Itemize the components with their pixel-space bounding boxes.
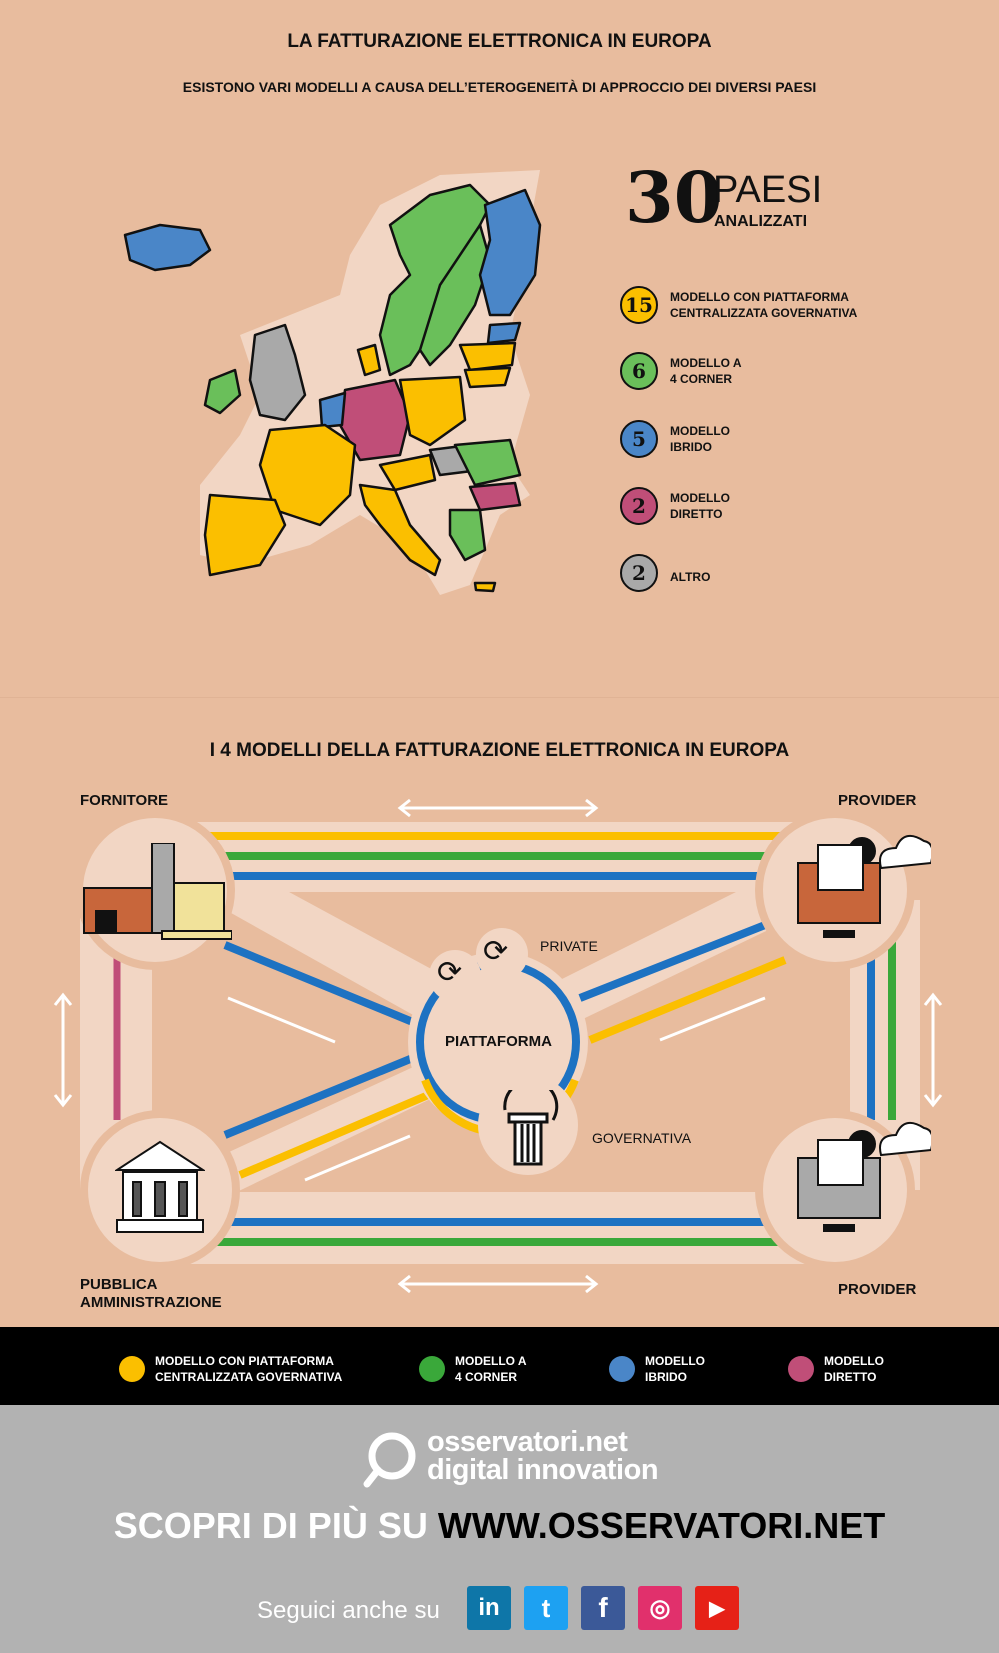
legend-label-line1: MODELLO bbox=[670, 491, 730, 505]
bar-legend-line1: MODELLO bbox=[824, 1354, 884, 1368]
bar-legend-line1: MODELLO bbox=[645, 1354, 705, 1368]
provider-top-icon bbox=[796, 823, 934, 943]
cta-prefix: SCOPRI DI PIÙ SU bbox=[113, 1505, 428, 1546]
bar-legend-line2: CENTRALIZZATA GOVERNATIVA bbox=[155, 1370, 343, 1384]
brand-line1: osservatori.net bbox=[427, 1426, 628, 1458]
facebook-icon[interactable]: f bbox=[581, 1586, 625, 1630]
brand-name: osservatori.net digital innovation bbox=[427, 1426, 659, 1486]
legend-count: 15 bbox=[620, 286, 658, 324]
bar-legend-line2: DIRETTO bbox=[824, 1370, 877, 1384]
countries-word: PAESI bbox=[713, 169, 823, 211]
piattaforma-label: PIATTAFORMA bbox=[445, 1033, 552, 1050]
youtube-icon[interactable]: ▶ bbox=[695, 1586, 739, 1630]
instagram-icon[interactable]: ◎ bbox=[638, 1586, 682, 1630]
section-divider bbox=[0, 697, 999, 698]
page-subtitle: ESISTONO VARI MODELLI A CAUSA DELL’ETERO… bbox=[182, 79, 817, 95]
uk-shape bbox=[248, 323, 307, 422]
legend-item-diretto: 2 MODELLO DIRETTO bbox=[620, 487, 860, 525]
legend-label-line2: DIRETTO bbox=[670, 507, 723, 521]
legend-dot bbox=[609, 1356, 635, 1382]
bar-legend-line2: 4 CORNER bbox=[455, 1370, 518, 1384]
refresh-icon: ⟳ bbox=[437, 956, 463, 989]
legend-label-line1: ALTRO bbox=[670, 570, 711, 584]
provider-top-label: PROVIDER bbox=[838, 792, 917, 809]
cta: SCOPRI DI PIÙ SU WWW.OSSERVATORI.NET bbox=[0, 1505, 999, 1547]
models-title: I 4 MODELLI DELLA FATTURAZIONE ELETTRONI… bbox=[209, 740, 790, 761]
legend-dot bbox=[419, 1356, 445, 1382]
bar-legend-centralizzata: MODELLO CON PIATTAFORMA CENTRALIZZATA GOV… bbox=[119, 1353, 342, 1385]
legend-count: 2 bbox=[620, 487, 658, 525]
cta-url-link[interactable]: WWW.OSSERVATORI.NET bbox=[437, 1505, 886, 1546]
bar-legend-diretto: MODELLO DIRETTO bbox=[788, 1353, 884, 1385]
legend-item-centralizzata: 15 MODELLO CON PIATTAFORMA CENTRALIZZATA … bbox=[620, 286, 860, 324]
footer: osservatori.net digital innovation SCOPR… bbox=[0, 1405, 999, 1653]
fornitore-label: FORNITORE bbox=[80, 792, 169, 809]
private-label: PRIVATE bbox=[540, 938, 598, 954]
bar-legend-line2: IBRIDO bbox=[645, 1370, 687, 1384]
legend-label-line2: CENTRALIZZATA GOVERNATIVA bbox=[670, 306, 858, 320]
italy-shape bbox=[358, 483, 442, 577]
governativa-label: GOVERNATIVA bbox=[592, 1130, 692, 1146]
france-shape bbox=[258, 423, 357, 527]
bar-legend-line1: MODELLO A bbox=[455, 1354, 527, 1368]
bar-legend-ibrido: MODELLO IBRIDO bbox=[609, 1353, 705, 1385]
legend-count: 5 bbox=[620, 420, 658, 458]
legend-label-line2: 4 CORNER bbox=[670, 372, 733, 386]
legend-label-line1: MODELLO A bbox=[670, 356, 742, 370]
twitter-icon[interactable]: t bbox=[524, 1586, 568, 1630]
refresh-icon: ⟳ bbox=[483, 935, 509, 968]
legend-count: 6 bbox=[620, 352, 658, 390]
models-legend-bar: MODELLO CON PIATTAFORMA CENTRALIZZATA GOV… bbox=[0, 1327, 999, 1405]
legend-label-line1: MODELLO bbox=[670, 424, 730, 438]
linkedin-icon[interactable]: in bbox=[467, 1586, 511, 1630]
models-diagram bbox=[53, 798, 943, 1294]
legend-item-4corner: 6 MODELLO A 4 CORNER bbox=[620, 352, 860, 390]
iberia-shape bbox=[203, 493, 287, 577]
pa-label-line1: PUBBLICA bbox=[80, 1276, 158, 1293]
poland-shape bbox=[398, 375, 467, 447]
bar-legend-4corner: MODELLO A 4 CORNER bbox=[419, 1353, 527, 1385]
provider-bottom-icon bbox=[796, 1110, 934, 1240]
factory-icon bbox=[82, 842, 233, 943]
ireland-shape bbox=[203, 368, 242, 415]
legend-dot bbox=[119, 1356, 145, 1382]
osservatori-logo-icon bbox=[363, 1432, 416, 1488]
follow-label: Seguici anche su bbox=[257, 1597, 440, 1624]
legend-label-line2: IBRIDO bbox=[670, 440, 712, 454]
legend-item-altro: 2 ALTRO bbox=[620, 554, 860, 592]
finland-shape bbox=[478, 188, 542, 317]
iceland-shape bbox=[123, 223, 212, 272]
pa-label-line2: AMMINISTRAZIONE bbox=[80, 1294, 222, 1311]
bar-legend-line1: MODELLO CON PIATTAFORMA bbox=[155, 1354, 334, 1368]
legend-label-line1: MODELLO CON PIATTAFORMA bbox=[670, 290, 849, 304]
europe-map bbox=[123, 170, 542, 595]
countries-count: 30 bbox=[625, 156, 723, 239]
social-links: in t f ◎ ▶ bbox=[467, 1586, 739, 1630]
brand-line2: digital innovation bbox=[427, 1454, 659, 1486]
provider-bottom-label: PROVIDER bbox=[838, 1281, 917, 1298]
column-icon bbox=[495, 1079, 561, 1170]
legend-count: 2 bbox=[620, 554, 658, 592]
page-title: LA FATTURAZIONE ELETTRONICA IN EUROPA bbox=[287, 31, 712, 52]
government-building-icon bbox=[113, 1140, 207, 1235]
legend-dot bbox=[788, 1356, 814, 1382]
legend-item-ibrido: 5 MODELLO IBRIDO bbox=[620, 420, 860, 458]
countries-caption: ANALIZZATI bbox=[714, 213, 808, 230]
